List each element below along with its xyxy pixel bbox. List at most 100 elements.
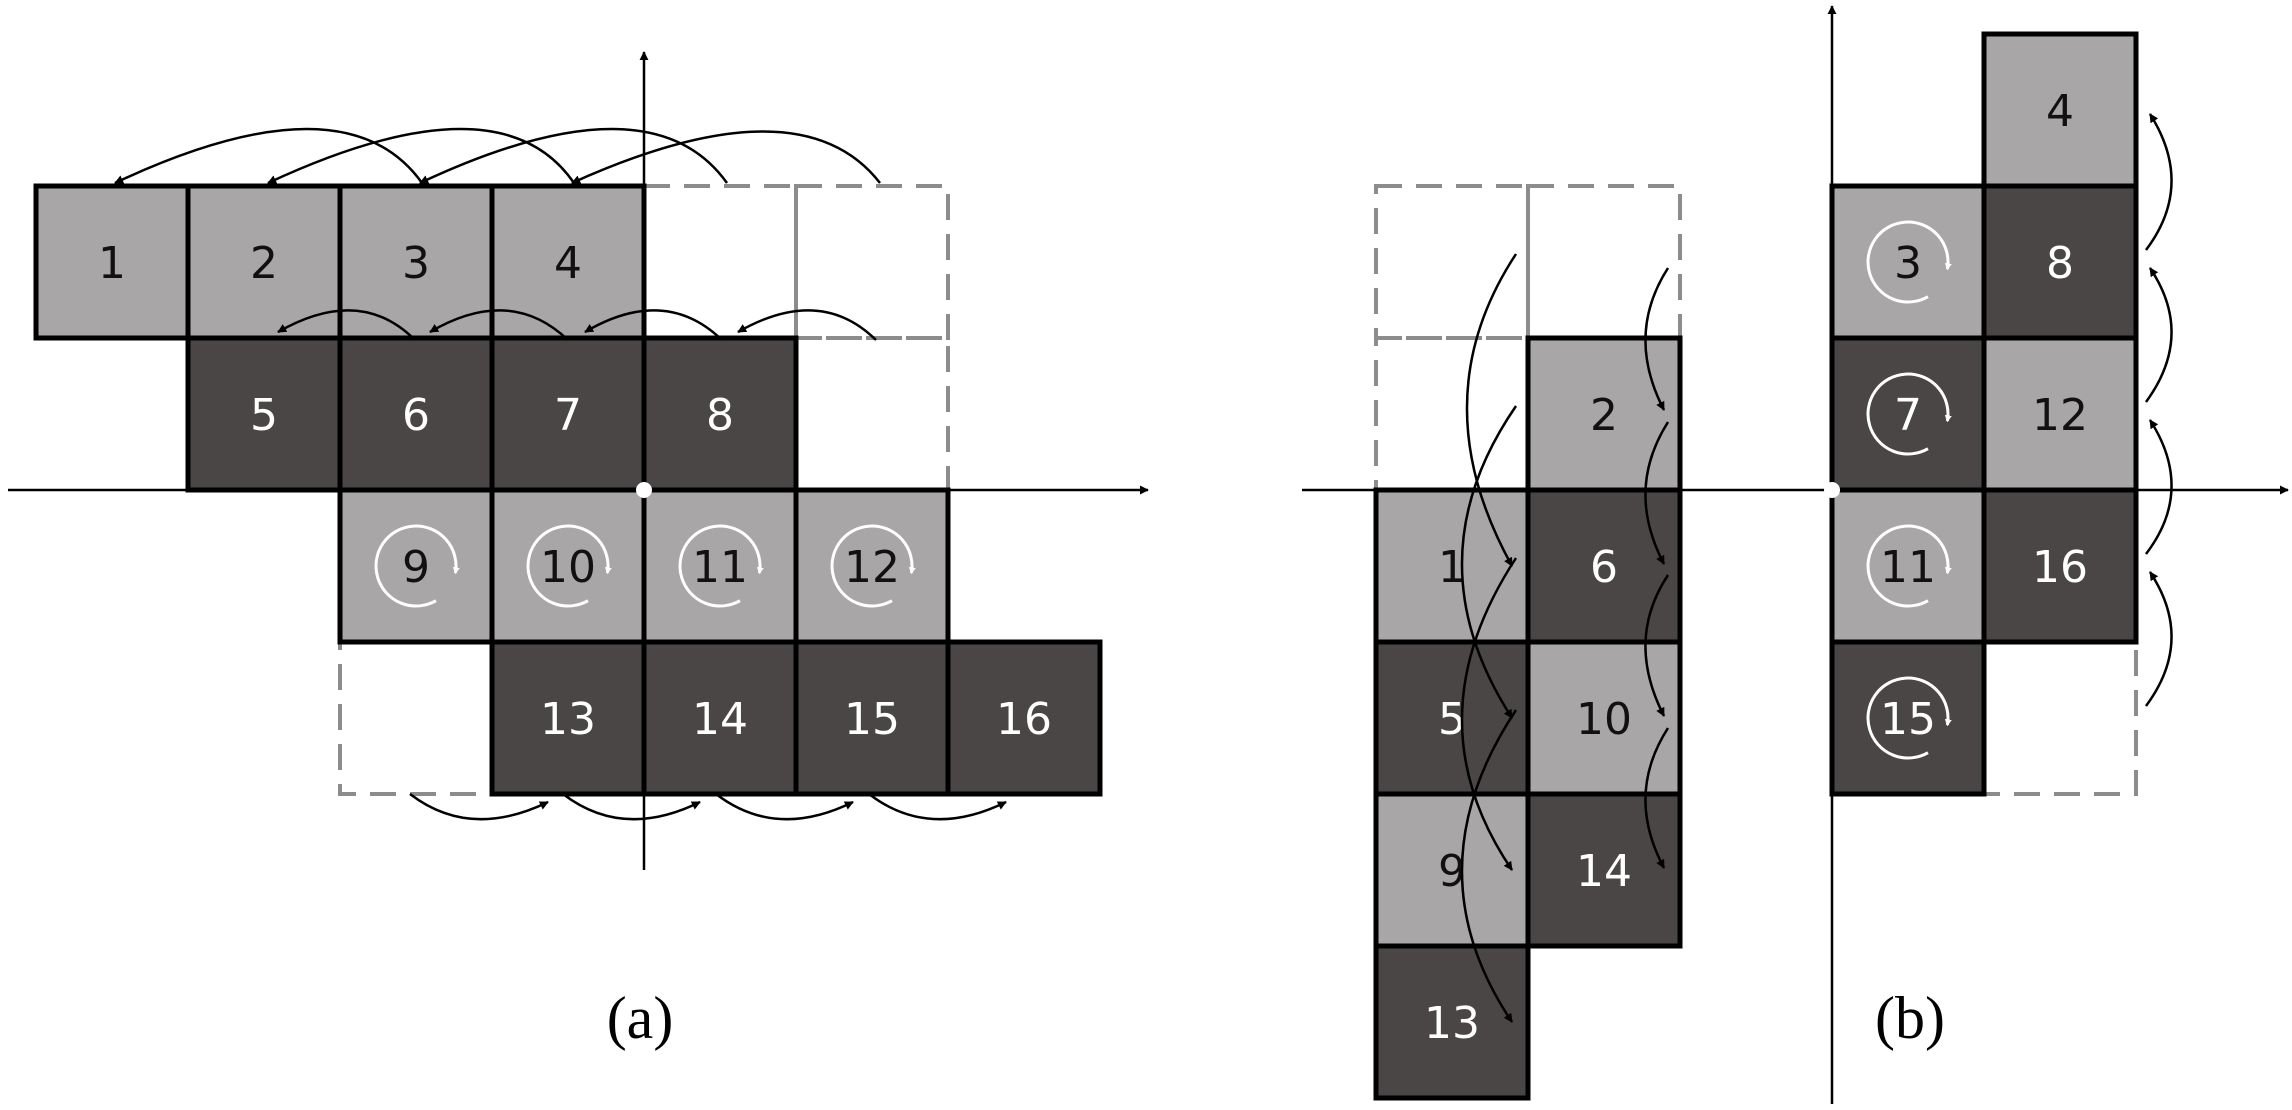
cell-number: 3 — [1894, 238, 1922, 289]
origin-marker — [1824, 482, 1840, 498]
cell-number: 6 — [1590, 542, 1618, 593]
cell-number: 11 — [1880, 542, 1936, 593]
origin-marker — [636, 482, 652, 498]
grid-cell-16: 16 — [945, 639, 1103, 797]
cell-number: 7 — [554, 390, 582, 441]
shift-arrow — [562, 793, 701, 821]
cell-fill — [1981, 487, 2139, 645]
grid-cell-11: 11 — [1829, 487, 1987, 645]
cell-fill — [1829, 335, 1987, 493]
cell-number: 3 — [402, 238, 430, 289]
grid-cell-9: 9 — [1373, 791, 1531, 949]
rotation-arrow-icon — [1866, 676, 1952, 760]
grid-cell-1: 1 — [1373, 487, 1531, 645]
rotation-arrow-icon — [1866, 524, 1952, 608]
grid-cell-9: 9 — [337, 487, 495, 645]
grid-cell-14: 14 — [641, 639, 799, 797]
grid-cell-6: 6 — [1525, 487, 1683, 645]
rotation-arrow-icon — [1866, 372, 1952, 456]
vacant-cell-outline — [1982, 640, 2138, 796]
shift-arrow — [1644, 421, 1670, 565]
panel-b-shift-arrows — [1460, 113, 2173, 1023]
panel-b-caption: (b) — [1875, 985, 1945, 1051]
vacant-cell-outline — [338, 640, 494, 796]
grid-cell-2: 2 — [1525, 335, 1683, 493]
cell-number: 9 — [402, 542, 430, 593]
cell-number: 12 — [2032, 390, 2088, 441]
vacant-cell-outline — [794, 184, 950, 340]
grid-cell-3: 3 — [1829, 183, 1987, 341]
shift-arrow — [1644, 727, 1670, 869]
rotation-arrow-icon — [374, 524, 460, 608]
grid-cell-15: 15 — [1829, 639, 1987, 797]
grid-cell-12: 12 — [1981, 335, 2139, 493]
shift-arrow — [1460, 709, 1518, 1023]
cell-number: 11 — [692, 542, 748, 593]
cell-number: 14 — [1576, 846, 1632, 897]
cell-fill — [1525, 639, 1683, 797]
grid-cell-7: 7 — [489, 335, 647, 493]
grid-cell-11: 11 — [641, 487, 799, 645]
cell-fill — [489, 335, 647, 493]
cell-fill — [1525, 791, 1683, 949]
grid-cell-4: 4 — [1981, 31, 2139, 189]
grid-cell-10: 10 — [1525, 639, 1683, 797]
shift-arrow — [1644, 574, 1670, 717]
cell-number: 13 — [1424, 998, 1480, 1049]
cell-fill — [1373, 791, 1531, 949]
cell-fill — [1829, 639, 1987, 797]
vacant-cell-outline — [1374, 336, 1530, 492]
cell-number: 10 — [540, 542, 596, 593]
rotation-arrow-icon — [830, 524, 916, 608]
grid-cell-1: 1 — [33, 183, 191, 341]
shift-arrow — [1644, 267, 1670, 411]
cell-fill — [185, 335, 343, 493]
cell-fill — [945, 639, 1103, 797]
shift-arrow — [1465, 253, 1518, 567]
shift-arrow — [2144, 267, 2173, 403]
cell-number: 14 — [692, 694, 748, 745]
cell-number: 1 — [98, 238, 126, 289]
shift-arrow — [429, 309, 569, 341]
cell-number: 8 — [2046, 238, 2074, 289]
cell-fill — [793, 639, 951, 797]
shift-arrow — [409, 793, 549, 821]
panel-b-axes — [1302, 5, 2289, 1104]
panel-a-caption: (a) — [607, 985, 674, 1051]
cell-fill — [641, 487, 799, 645]
cell-number: 2 — [1590, 390, 1618, 441]
panel-a-shift-arrows — [114, 127, 1007, 821]
vacant-cell-outline — [1526, 184, 1682, 340]
grid-cell-10: 10 — [489, 487, 647, 645]
shift-arrow — [1460, 405, 1518, 719]
cell-fill — [1981, 183, 2139, 341]
shift-arrow — [2145, 419, 2173, 555]
cell-number: 16 — [996, 694, 1052, 745]
grid-cell-5: 5 — [1373, 639, 1531, 797]
shift-arrow — [868, 793, 1007, 821]
vacant-cell-outline — [794, 336, 950, 492]
cell-number: 6 — [402, 390, 430, 441]
grid-cell-12: 12 — [793, 487, 951, 645]
cell-number: 4 — [2046, 86, 2074, 137]
cell-number: 7 — [1894, 390, 1922, 441]
grid-cell-13: 13 — [1373, 943, 1531, 1101]
cell-fill — [489, 487, 647, 645]
grid-cell-7: 7 — [1829, 335, 1987, 493]
cell-number: 12 — [844, 542, 900, 593]
grid-cell-15: 15 — [793, 639, 951, 797]
rotation-arrow-icon — [1866, 220, 1952, 304]
cell-fill — [1525, 335, 1683, 493]
grid-cell-8: 8 — [641, 335, 799, 493]
cell-fill — [1373, 943, 1531, 1101]
shift-arrow — [267, 127, 576, 185]
cell-number: 2 — [250, 238, 278, 289]
shift-arrow — [571, 130, 881, 185]
cell-fill — [641, 639, 799, 797]
grid-cell-13: 13 — [489, 639, 647, 797]
shift-arrow — [737, 309, 877, 341]
cell-number: 13 — [540, 694, 596, 745]
